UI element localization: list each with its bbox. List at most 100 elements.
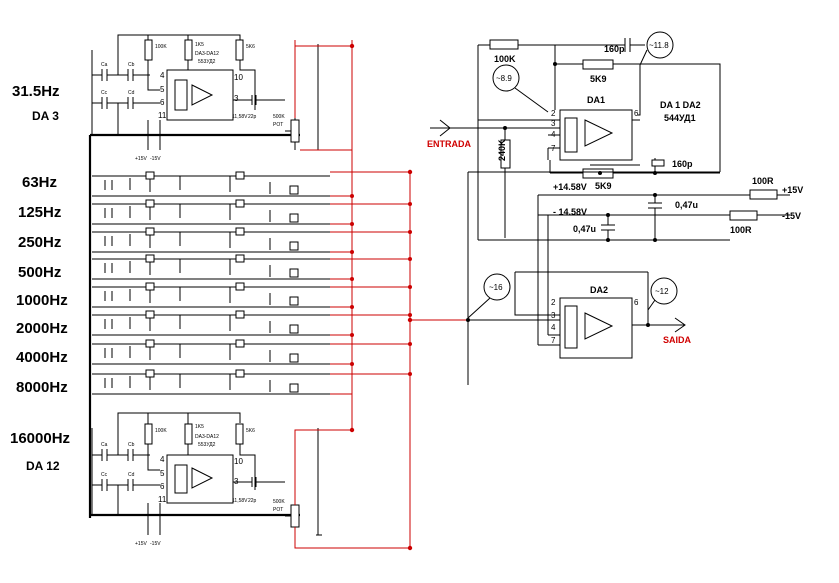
row-1000hz — [92, 282, 330, 308]
svg-text:DA3-DA12: DA3-DA12 — [195, 434, 219, 440]
pot-500k-bottom[interactable] — [290, 504, 300, 528]
svg-text:-15V: -15V — [150, 541, 161, 547]
svg-text:-15V: -15V — [150, 156, 161, 162]
svg-text:5: 5 — [160, 85, 165, 94]
band-label-1000hz: 1000Hz — [16, 292, 68, 309]
da2-stage: ~16 DA2 2 3 4 7 6 ~12 SAIDA — [466, 62, 720, 385]
resistor-100r-pos — [749, 189, 778, 200]
res-100k-fb-label: 100K — [494, 54, 516, 64]
chip-name-label: DA3-DA12 — [195, 51, 219, 57]
filter-stage-top: Ca Cb Cc Cd 100K 1K5 DA3-DA12 553УД2 5K6… — [88, 34, 352, 518]
band-label-31hz: 31.5Hz — [12, 83, 60, 100]
cap-22p-label: 22p — [248, 114, 257, 120]
svg-text:500K: 500K — [273, 114, 285, 120]
svg-text:4: 4 — [160, 455, 165, 464]
cap-cc-label: Cc — [101, 90, 108, 96]
svg-text:Cc: Cc — [101, 472, 108, 478]
svg-text:22p: 22p — [248, 498, 257, 504]
cap-cb-label: Cb — [128, 62, 135, 68]
resistor-100k-bottom — [144, 423, 153, 445]
res-100k-label: 100K — [155, 44, 167, 50]
band-labels: 31.5Hz DA 3 63Hz 125Hz 250Hz 500Hz 1000H… — [10, 83, 70, 473]
pot-500k-top[interactable] — [290, 119, 300, 143]
row-500hz — [92, 254, 330, 280]
svg-text:2: 2 — [551, 298, 556, 307]
svg-text:10: 10 — [234, 457, 243, 466]
svg-text:553УД2: 553УД2 — [198, 442, 216, 448]
svg-text:10: 10 — [234, 73, 243, 82]
svg-text:1K5: 1K5 — [195, 424, 204, 430]
res-5k9-bot-label: 5K9 — [595, 181, 612, 191]
da-type-label: 544УД1 — [664, 113, 696, 123]
filter-stage-rows — [92, 171, 330, 395]
band-label-4000hz: 4000Hz — [16, 349, 68, 366]
vpos-label: +14.58V — [553, 182, 587, 192]
filter-stage-bottom: Ca Cb Cc Cd 100K 1K5 DA3-DA12 553УД2 5K6… — [90, 412, 410, 549]
resistor-1k5 — [184, 39, 193, 61]
band-label-250hz: 250Hz — [18, 234, 61, 251]
resistor-5k9-bottom — [582, 168, 614, 179]
row-8000hz — [92, 369, 330, 395]
testpoint-12 — [650, 277, 678, 305]
band-label-125hz: 125Hz — [18, 204, 61, 221]
row-4000hz — [92, 339, 330, 365]
row-2000hz — [92, 310, 330, 336]
svg-text:6: 6 — [634, 298, 639, 307]
testpoint-16 — [483, 273, 511, 301]
da1-stage: 100K 160p ~11.8 5K9 ~8.9 DA1 DA 1 DA2 54… — [427, 31, 721, 241]
band-label-16000hz: 16000Hz — [10, 430, 70, 447]
row-250hz — [92, 227, 330, 253]
svg-text:3: 3 — [551, 119, 556, 128]
band-sub-da3: DA 3 — [32, 109, 59, 123]
testpoint-8-9 — [492, 64, 520, 92]
plus15-label: +15V — [782, 185, 803, 195]
res-1k5-label: 1K5 — [195, 42, 204, 48]
svg-text:3: 3 — [551, 311, 556, 320]
da2-label: DA2 — [590, 285, 608, 295]
band-sub-da12: DA 12 — [26, 459, 60, 473]
row-125hz — [92, 199, 330, 225]
cap-160p-bot-label: 160p — [672, 159, 693, 169]
svg-text:POT: POT — [273, 507, 283, 513]
svg-text:11: 11 — [158, 495, 167, 504]
red-bus — [300, 40, 468, 551]
cap-047-a-label: 0,47u — [675, 200, 698, 210]
svg-text:6: 6 — [160, 98, 165, 107]
testpoint-11-8 — [646, 31, 674, 59]
resistor-100k-feedback — [489, 39, 519, 50]
chip-type-label: 553УД2 — [198, 59, 216, 65]
svg-text:~12: ~12 — [655, 287, 669, 296]
resistor-5k6 — [235, 39, 244, 61]
vneg-label: - 14.58V — [553, 207, 587, 217]
resistor-100k — [144, 39, 153, 61]
band-label-500hz: 500Hz — [18, 264, 61, 281]
svg-text:POT: POT — [273, 122, 283, 128]
svg-text:5K6: 5K6 — [246, 428, 255, 434]
svg-text:6: 6 — [160, 482, 165, 491]
svg-text:500K: 500K — [273, 499, 285, 505]
cap-160p-top-label: 160p — [604, 44, 625, 54]
svg-text:6: 6 — [634, 109, 639, 118]
svg-text:11,58V: 11,58V — [232, 114, 248, 120]
power-rails: +14.58V - 14.58V 100R +15V 100R -15V 0,4… — [477, 120, 803, 345]
da1-label: DA1 — [587, 95, 605, 105]
svg-text:~11.8: ~11.8 — [649, 41, 669, 50]
svg-text:100K: 100K — [155, 428, 167, 434]
res-100r-pos-label: 100R — [752, 176, 774, 186]
res-5k6-label: 5K6 — [246, 44, 255, 50]
band-label-63hz: 63Hz — [22, 174, 57, 191]
svg-text:2: 2 — [551, 109, 556, 118]
svg-text:Cb: Cb — [128, 442, 135, 448]
da-pair-label: DA 1 DA2 — [660, 100, 701, 110]
svg-text:7: 7 — [551, 336, 556, 345]
resistor-5k9-top — [582, 59, 614, 70]
svg-text:~8.9: ~8.9 — [496, 74, 512, 83]
entrada-label: ENTRADA — [427, 139, 471, 149]
cap-cd-label: Cd — [128, 90, 135, 96]
saida-label: SAIDA — [663, 335, 692, 345]
resistor-5k6-bottom — [235, 423, 244, 445]
res-240k-label: 240K — [497, 139, 507, 161]
row-63hz — [92, 171, 330, 197]
svg-text:Cd: Cd — [128, 472, 135, 478]
